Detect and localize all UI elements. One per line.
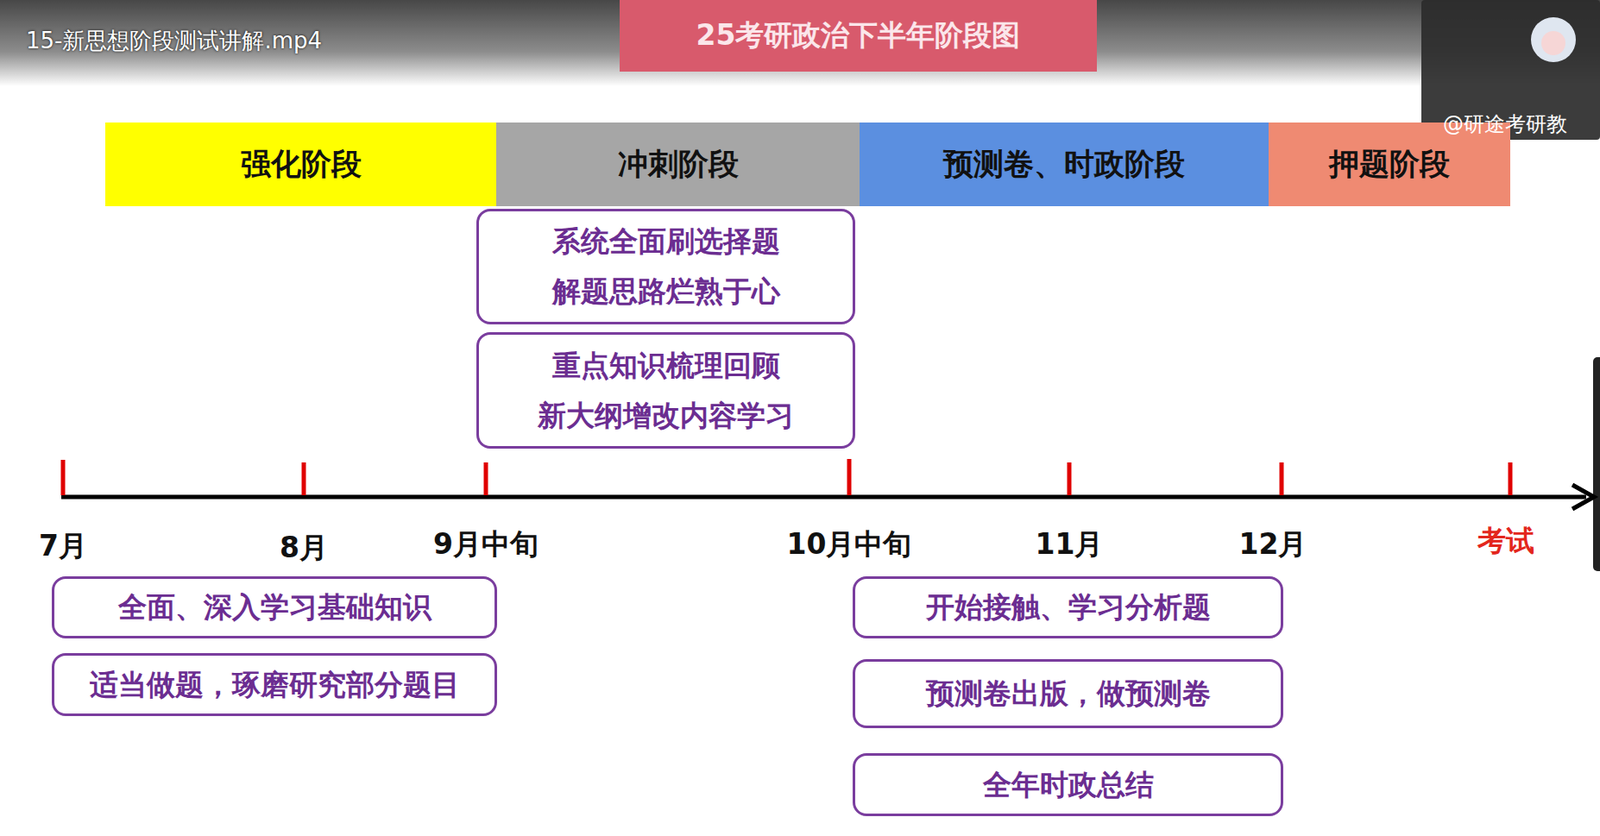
task-box: 开始接触、学习分析题 (852, 576, 1284, 639)
month-label: 10月中旬 (787, 525, 913, 565)
phase-name: 预测卷、时政阶段 (943, 144, 1185, 185)
phase-band: 冲刺阶段 (496, 122, 860, 207)
task-box: 全年时政总结 (852, 753, 1284, 817)
month-label: 11月 (1035, 525, 1104, 565)
watermark: @研途考研教 (1442, 110, 1568, 139)
axis-arrowhead (1572, 485, 1594, 510)
chart-title: 25考研政治下半年阶段图 (696, 16, 1021, 56)
phase-band: 预测卷、时政阶段 (859, 122, 1269, 207)
month-label: 7月 (38, 527, 88, 567)
title-box: 25考研政治下半年阶段图 (619, 0, 1097, 72)
phase-name: 强化阶段 (240, 144, 362, 185)
axis-ticks (62, 459, 1511, 496)
task-text: 开始接触、学习分析题 (925, 582, 1211, 633)
timeline-axis (61, 495, 1587, 500)
phase-band: 强化阶段 (105, 122, 497, 207)
month-label: 9月中旬 (433, 525, 539, 565)
phase-name: 冲刺阶段 (617, 144, 739, 185)
video-title: 15-新思想阶段测试讲解.mp4 (25, 25, 322, 57)
avatar-face (1541, 31, 1566, 56)
task-text: 预测卷出版，做预测卷 (925, 668, 1211, 719)
month-label: 12月 (1239, 525, 1308, 565)
task-box: 系统全面刷选择题 解题思路烂熟于心 (476, 208, 856, 325)
month-label: 8月 (279, 529, 328, 568)
watermark-panel (1421, 0, 1600, 140)
task-box: 全面、深入学习基础知识 (51, 576, 498, 639)
video-overlay (0, 0, 1600, 87)
avatar-icon (1530, 17, 1576, 63)
task-box: 适当做题，琢磨研究部分题目 (51, 653, 498, 717)
task-text: 重点知识梳理回顾 新大纲增改内容学习 (494, 340, 838, 441)
edge-shape (1593, 357, 1600, 572)
phase-name: 押题阶段 (1329, 144, 1450, 185)
task-text: 全面、深入学习基础知识 (118, 582, 432, 633)
task-text: 适当做题，琢磨研究部分题目 (89, 660, 460, 711)
task-text: 全年时政总结 (982, 760, 1154, 811)
task-box: 预测卷出版，做预测卷 (852, 659, 1284, 729)
task-text: 系统全面刷选择题 解题思路烂熟于心 (494, 216, 838, 317)
task-box: 重点知识梳理回顾 新大纲增改内容学习 (476, 332, 856, 449)
exam-label: 考试 (1477, 522, 1535, 561)
